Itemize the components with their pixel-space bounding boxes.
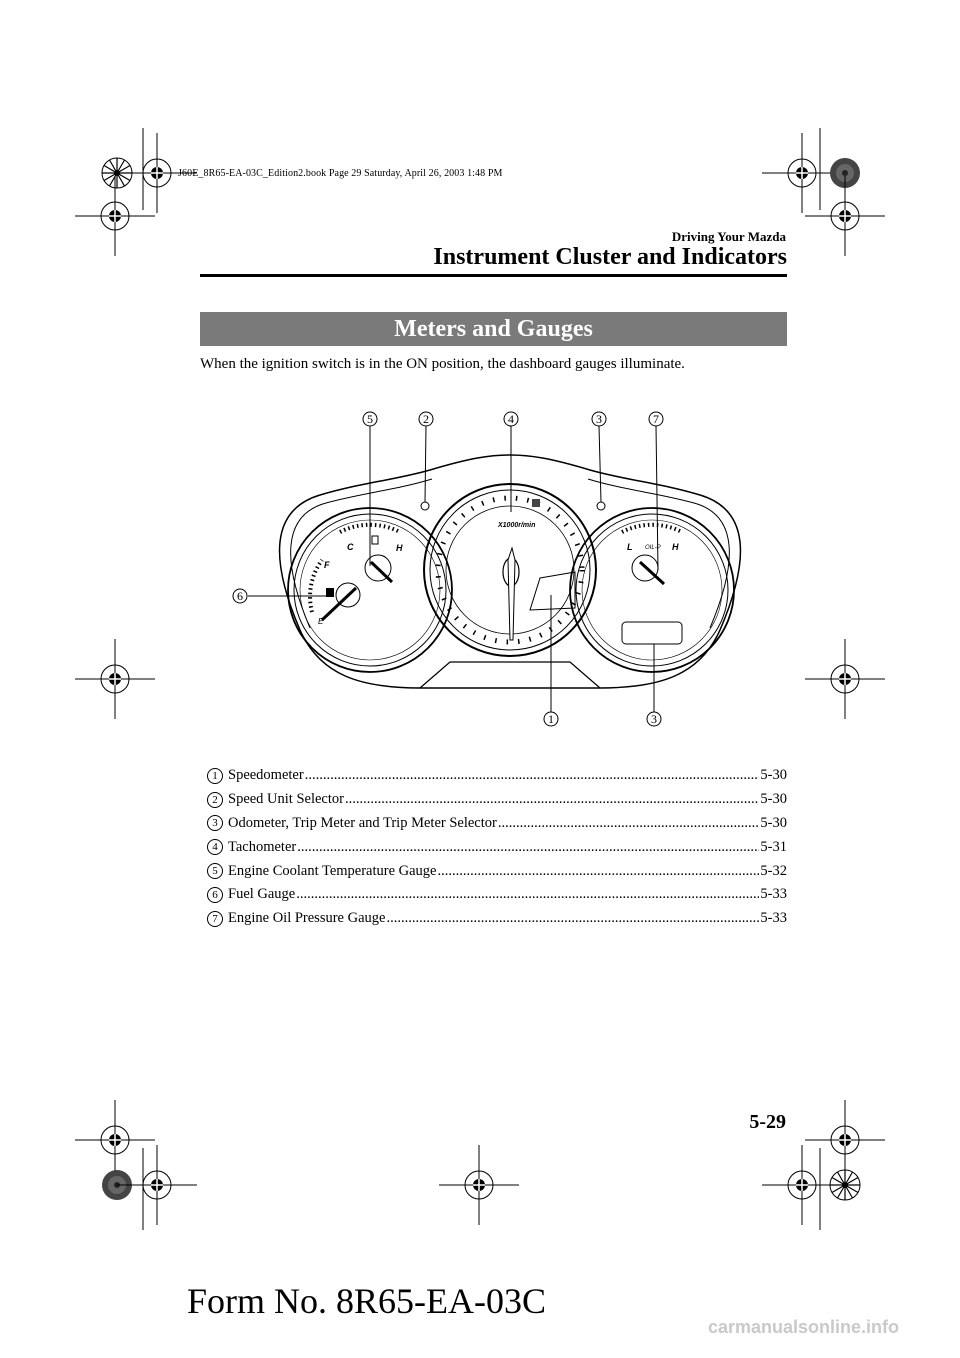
svg-text:2: 2 [423, 412, 429, 426]
item-label: Speed Unit Selector [228, 791, 344, 808]
item-number-badge: 4 [207, 839, 223, 856]
svg-text:F: F [324, 560, 330, 570]
list-item: 1 Speedometer 5-30 [207, 764, 787, 788]
item-label: Engine Coolant Temperature Gauge [228, 862, 437, 879]
watermark: carmanualsonline.info [708, 1317, 900, 1337]
section-banner: Meters and Gauges [200, 312, 787, 346]
list-item: 2 Speed Unit Selector 5-30 [207, 788, 787, 812]
callout-leaders [248, 425, 659, 712]
dot-leader [498, 815, 760, 832]
item-number-badge: 6 [207, 886, 223, 903]
item-number-badge: 2 [207, 791, 223, 808]
instrument-cluster-diagram: C H F E X1000r/min L H OIL-P [232, 411, 742, 727]
trip-selector-knob [596, 501, 606, 511]
dot-leader [386, 910, 759, 927]
item-number-badge: 1 [207, 767, 223, 784]
page-number: 5-29 [749, 1111, 786, 1133]
item-page-ref: 5-32 [760, 862, 787, 879]
item-page-ref: 5-30 [760, 791, 787, 808]
dot-leader [438, 863, 760, 880]
intro-paragraph: When the ignition switch is in the ON po… [200, 356, 685, 372]
item-number-badge: 3 [207, 815, 223, 832]
svg-text:3: 3 [596, 412, 602, 426]
svg-text:C: C [347, 542, 354, 552]
svg-text:L: L [627, 542, 633, 552]
item-number-badge: 7 [207, 910, 223, 927]
trip-display [621, 621, 683, 645]
cluster-housing [278, 454, 742, 689]
dot-leader [305, 767, 760, 784]
fuel-pump-icon [326, 588, 334, 597]
odometer-display [529, 571, 576, 611]
item-label: Fuel Gauge [228, 886, 296, 903]
item-page-ref: 5-30 [760, 767, 787, 784]
svg-text:H: H [396, 543, 403, 553]
form-number: Form No. 8R65-EA-03C [187, 1281, 546, 1321]
item-page-ref: 5-33 [760, 910, 787, 927]
item-label: Odometer, Trip Meter and Trip Meter Sele… [228, 814, 497, 831]
left-gauge: C H F E [287, 507, 453, 673]
item-page-ref: 5-33 [760, 886, 787, 903]
printer-info-line: J60E_8R65-EA-03C_Edition2.book Page 29 S… [178, 168, 503, 179]
dot-leader [297, 839, 759, 856]
svg-text:X1000r/min: X1000r/min [497, 522, 535, 529]
svg-text:3: 3 [651, 712, 657, 726]
speed-unit-selector-knob [420, 501, 430, 511]
list-item: 6 Fuel Gauge 5-33 [207, 883, 787, 907]
svg-text:E: E [318, 617, 324, 626]
tachometer-gauge: X1000r/min [423, 483, 597, 657]
item-label: Speedometer [228, 767, 304, 784]
item-page-ref: 5-30 [760, 814, 787, 831]
item-number-badge: 5 [207, 863, 223, 880]
header-rule [200, 274, 787, 277]
list-item: 3 Odometer, Trip Meter and Trip Meter Se… [207, 812, 787, 836]
right-gauge: L H OIL-P [569, 507, 735, 673]
list-item: 7 Engine Oil Pressure Gauge 5-33 [207, 907, 787, 931]
svg-text:5: 5 [367, 412, 373, 426]
svg-text:H: H [672, 542, 679, 552]
item-page-ref: 5-31 [760, 838, 787, 855]
section-label: Driving Your Mazda [671, 229, 786, 244]
dot-leader [296, 886, 759, 903]
svg-text:6: 6 [237, 589, 243, 603]
crop-lines [142, 128, 821, 1230]
svg-text:OIL-P: OIL-P [645, 545, 661, 551]
gauge-reference-list: 1 Speedometer 5-30 2 Speed Unit Selector… [207, 764, 787, 931]
svg-text:7: 7 [653, 412, 659, 426]
svg-text:1: 1 [548, 712, 554, 726]
list-item: 5 Engine Coolant Temperature Gauge 5-32 [207, 859, 787, 883]
svg-text:4: 4 [508, 412, 514, 426]
item-label: Engine Oil Pressure Gauge [228, 910, 386, 927]
list-item: 4 Tachometer 5-31 [207, 835, 787, 859]
coolant-icon [371, 535, 379, 545]
dot-leader [345, 791, 759, 808]
item-label: Tachometer [228, 838, 297, 855]
page-header: Instrument Cluster and Indicators [433, 244, 787, 270]
